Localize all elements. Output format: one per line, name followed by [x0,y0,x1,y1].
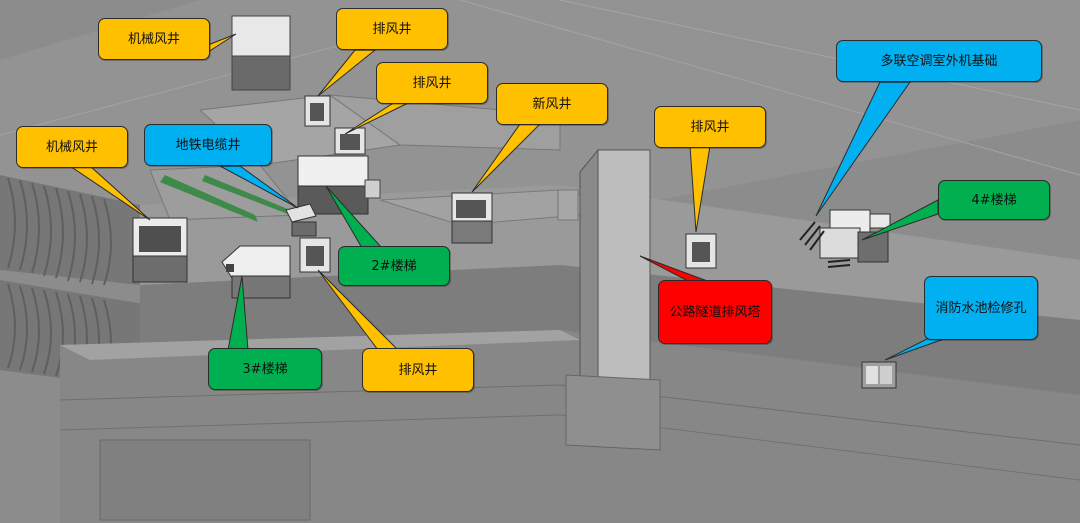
label-metro-cable: 地铁电缆井 [144,124,272,166]
new-shaft-model [451,192,493,244]
label-exhaust-3: 排风井 [654,106,766,148]
label-stair-3: 3#楼梯 [208,348,322,390]
label-exhaust-4: 排风井 [362,348,474,392]
metro-cable-model [285,203,317,237]
label-mech-shaft-left: 机械风井 [16,126,128,168]
label-mech-shaft-top: 机械风井 [98,18,210,60]
stair-3-model [221,245,291,299]
stair-2-model [297,155,381,215]
label-exhaust-1: 排风井 [336,8,448,50]
fire-pool-model [861,361,897,389]
label-stair-2: 2#楼梯 [338,246,450,286]
callout-pointers [68,33,956,361]
exhaust-shaft-models [299,95,717,273]
highway-tower-model [557,148,661,451]
label-fire-pool: 消防水池检修孔 [924,276,1038,340]
label-stair-4: 4#楼梯 [938,180,1050,220]
ac-base-stair4-model [799,209,891,268]
mech-shaft-left-model [132,217,188,283]
label-new-shaft: 新风井 [496,83,608,125]
label-multi-ac-base: 多联空调室外机基础 [836,40,1042,82]
label-exhaust-2: 排风井 [376,62,488,104]
mech-shaft-top-model [231,15,291,91]
label-highway-tower: 公路隧道排风塔 [658,280,772,344]
